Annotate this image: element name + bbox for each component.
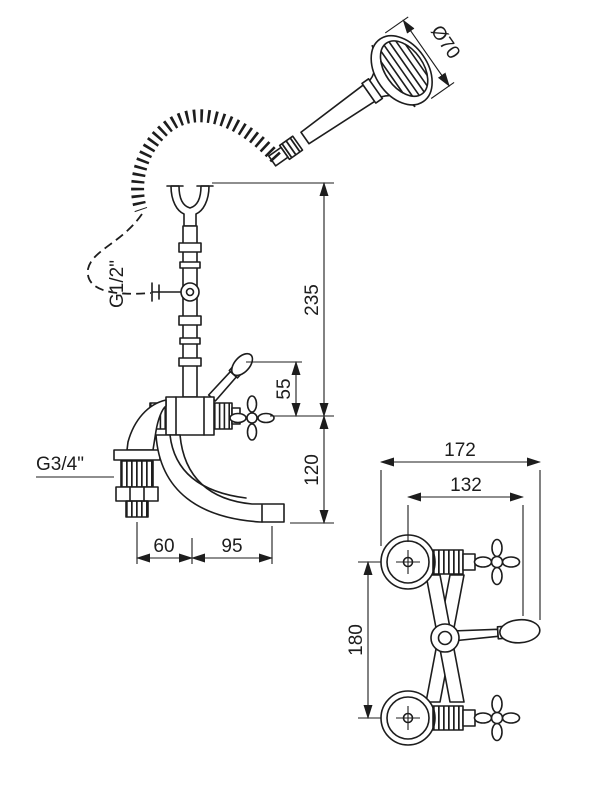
dim-label-60: 60 [153, 536, 174, 557]
lever-knob [230, 352, 254, 377]
handle-spoke [491, 538, 503, 558]
hose-connection-fitting [151, 282, 200, 302]
handle-spoke [473, 712, 493, 724]
spout-outline [155, 434, 285, 523]
dim-label-95: 95 [221, 536, 242, 557]
handle-spoke [491, 694, 503, 714]
handle-spoke [491, 722, 503, 742]
dim-132: 132 [406, 475, 525, 616]
column-ring [178, 315, 202, 326]
inlet-nut [115, 486, 159, 502]
column-ring [178, 242, 202, 253]
fork-outline [170, 185, 210, 227]
extension-line [384, 16, 409, 34]
mixer-cartridge [430, 623, 460, 653]
hand-shower: Ø70 [267, 16, 464, 167]
union-stem [462, 709, 476, 727]
cross-handle-top [473, 538, 521, 586]
hose-knurl [281, 137, 301, 158]
dim-label-235: 235 [302, 284, 323, 316]
cross-handle-bottom [473, 694, 521, 742]
dim-label-172: 172 [444, 440, 476, 461]
right-cross-handle [229, 395, 275, 441]
inlet-flange [113, 449, 161, 461]
dim-235: 235 [212, 181, 334, 418]
hatch-line [383, 44, 420, 97]
dim-label-120: 120 [302, 454, 323, 486]
diverter-lever [207, 352, 254, 402]
dim-label-132: 132 [450, 475, 482, 496]
shower-neck-ring [361, 78, 384, 104]
handle-hub [246, 412, 258, 424]
inlet-tail-outline [125, 500, 149, 518]
mixer-body [149, 396, 241, 436]
riser-column [178, 225, 202, 398]
handle-spoke [473, 556, 493, 568]
shower-hose-dashed [87, 213, 152, 295]
handle-spoke [246, 395, 258, 413]
dim-172: 172 [379, 440, 542, 620]
wall-flange-bottom [380, 690, 436, 746]
shower-hose-coil [131, 109, 281, 213]
inlet-leg [113, 399, 167, 518]
extension-line [430, 81, 455, 99]
handle-spoke [246, 423, 258, 441]
column-ring [178, 357, 202, 367]
hatch-line [380, 50, 414, 97]
fitting-boss-center [185, 287, 195, 297]
handle-spoke [501, 556, 521, 568]
dim-label-shower-diameter: Ø70 [426, 22, 464, 63]
dim-60-95: 60 95 [135, 522, 274, 564]
union-top [432, 549, 476, 575]
handle-hub [490, 555, 504, 569]
wall-flange-top [380, 534, 436, 590]
lever-handle [450, 618, 541, 644]
column-ring [179, 337, 201, 345]
handle-hub [490, 711, 504, 725]
dim-label-55: 55 [274, 378, 295, 399]
shower-handle [300, 84, 376, 145]
flange-screw [402, 556, 414, 568]
cartridge-inner [437, 630, 453, 646]
dim-55: 55 [246, 360, 302, 418]
thread-label-g34: G3/4" [36, 454, 84, 475]
dim-label-180: 180 [346, 624, 367, 656]
thread-label-g12: G1/2" [107, 260, 128, 308]
hose-knurl-outline [278, 135, 304, 161]
union-stem [462, 553, 476, 571]
top-view: 172 132 180 [346, 440, 542, 746]
tub-spout [155, 434, 285, 523]
column-ring [179, 261, 201, 269]
handle-spoke [501, 712, 521, 724]
body-block [165, 396, 215, 436]
lever-knob [499, 618, 541, 644]
dim-120: 120 [290, 414, 334, 525]
dimension-line [402, 19, 450, 87]
cartridge-outer [430, 623, 460, 653]
handle-spoke [229, 412, 247, 424]
flange-inner [386, 696, 430, 740]
fitting-boss [180, 282, 200, 302]
hatch-line [380, 60, 404, 94]
flange-screw [402, 712, 414, 724]
handle-spoke [257, 412, 275, 424]
handle-spoke [491, 566, 503, 586]
union-bottom [432, 705, 476, 731]
front-view: G1/2" [36, 181, 334, 564]
spout-inner-curve [169, 434, 247, 499]
dim-180: 180 [346, 560, 381, 720]
shower-holder-fork [166, 185, 214, 227]
